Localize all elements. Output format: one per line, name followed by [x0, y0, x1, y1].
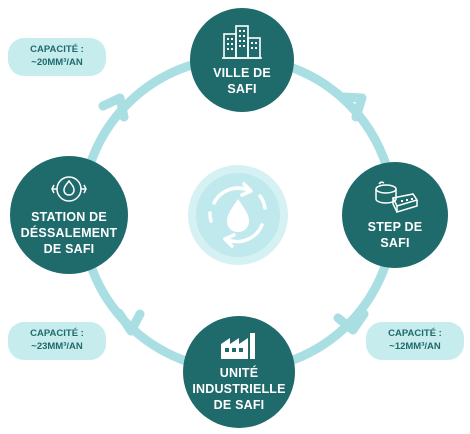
capacity-badge-bottom-left: CAPACITÉ : ~23MM³/AN: [8, 322, 106, 360]
capacity-label: CAPACITÉ :: [388, 328, 442, 339]
arrow-bottom-left: [114, 308, 145, 336]
node-label-unite: UNITÉ INDUSTRIELLE DE SAFI: [192, 365, 285, 413]
capacity-badge-bottom-right: CAPACITÉ : ~12MM³/AN: [366, 322, 464, 360]
label-line: STEP DE: [367, 219, 423, 234]
capacity-value: ~23MM³/AN: [31, 340, 83, 352]
buildings-icon: [222, 24, 262, 59]
node-label-step: STEP DE SAFI: [368, 219, 423, 251]
node-station-dessalement: STATION DE DÉSSALEMENT DE SAFI: [10, 156, 128, 274]
label-line: DE SAFI: [43, 241, 95, 256]
node-ville-de-safi: VILLE DE SAFI: [190, 8, 294, 112]
arrow-top-left: [98, 93, 129, 122]
node-step-de-safi: STEP DE SAFI: [342, 162, 448, 268]
label-line: SAFI: [380, 235, 410, 250]
label-line: SAFI: [227, 81, 257, 96]
capacity-label: CAPACITÉ :: [30, 328, 84, 339]
capacity-value: ~20MM³/AN: [31, 56, 83, 68]
capacity-badge-top-left: CAPACITÉ : ~20MM³/AN: [8, 38, 106, 76]
label-line: UNITÉ: [219, 365, 259, 380]
arrow-bottom-right: [333, 309, 369, 335]
capacity-label: CAPACITÉ :: [30, 44, 84, 55]
node-unite-industrielle: UNITÉ INDUSTRIELLE DE SAFI: [183, 316, 295, 428]
water-cycle-icon: [188, 165, 288, 265]
label-line: STATION DE: [31, 209, 107, 224]
node-label-station: STATION DE DÉSSALEMENT DE SAFI: [21, 209, 118, 257]
desalination-icon: [51, 175, 87, 202]
label-line: INDUSTRIELLE: [192, 381, 286, 396]
label-line: DÉSSALEMENT: [20, 225, 118, 240]
node-label-ville: VILLE DE SAFI: [213, 65, 271, 97]
capacity-value: ~12MM³/AN: [389, 340, 441, 352]
label-line: VILLE DE: [213, 65, 271, 80]
treatment-plant-icon: [375, 180, 419, 213]
label-line: DE SAFI: [213, 397, 265, 412]
arrow-top-right: [338, 92, 367, 122]
factory-icon: [221, 332, 255, 359]
